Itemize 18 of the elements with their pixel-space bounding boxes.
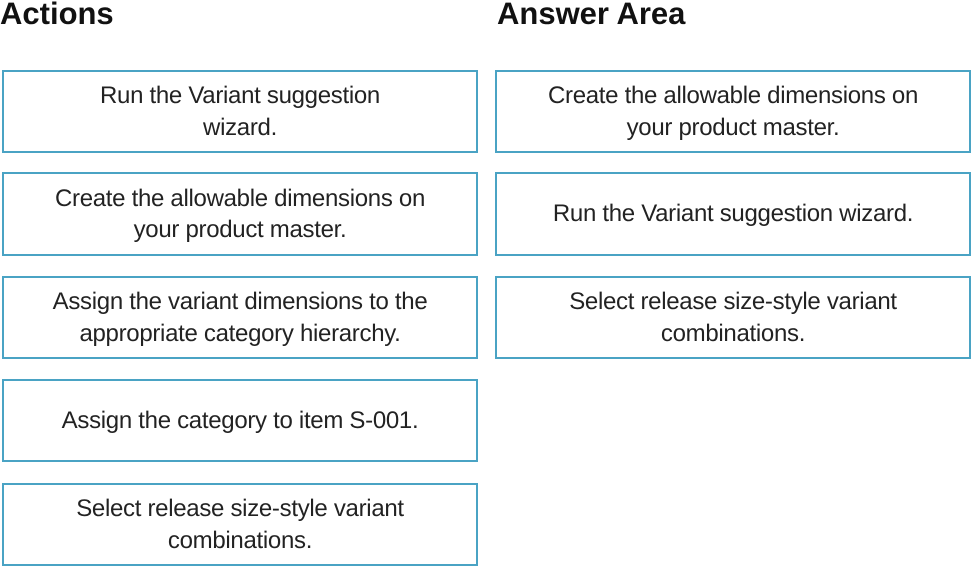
answer-option-box (2, 276, 478, 359)
answer-option-box (2, 379, 478, 462)
option-text: Run the Variant suggestion wizard. (552, 199, 914, 230)
answer-option-box (2, 172, 478, 256)
answer-option-box (2, 70, 478, 153)
option-text: Run the Variant suggestion wizard. (99, 81, 381, 142)
option-text: Select release size-style variant combinations. (568, 287, 898, 348)
column-heading: Actions (0, 0, 114, 32)
answer-option-box (495, 172, 971, 256)
answer-option-box (2, 483, 478, 566)
answer-option-box (495, 276, 971, 359)
option-text: Assign the variant dimensions to the appropriate category hierarchy. (52, 287, 428, 348)
column-heading: Answer Area (497, 0, 686, 32)
answer-option-box (495, 70, 971, 153)
option-text: Create the allowable dimensions on your product master. (54, 184, 426, 245)
option-text: Create the allowable dimensions on your product master. (546, 81, 920, 142)
option-text: Assign the category to item S-001. (62, 406, 418, 436)
option-text: Select release size-style variant combinations. (75, 494, 405, 556)
